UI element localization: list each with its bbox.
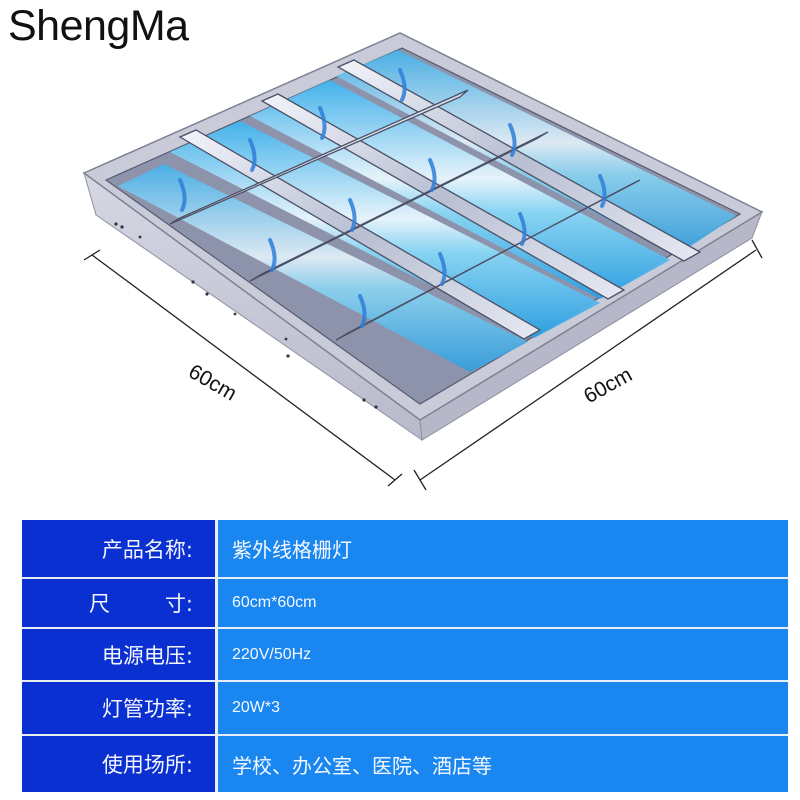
reflector-details — [178, 68, 607, 328]
spec-key-part: 寸: — [164, 592, 193, 616]
spec-value: 60cm*60cm — [218, 579, 788, 627]
spec-row-tube-power: 灯管功率: 20W*3 — [22, 682, 788, 734]
spec-value: 220V/50Hz — [218, 629, 788, 680]
spec-row-voltage: 电源电压: 220V/50Hz — [22, 629, 788, 680]
spec-row-usage-places: 使用场所: 学校、办公室、医院、酒店等 — [22, 736, 788, 792]
spec-value: 20W*3 — [218, 682, 788, 734]
spec-key: 电源电压: — [22, 629, 215, 680]
spec-table: 产品名称: 紫外线格栅灯 尺 寸: 60cm*60cm 电源电压: 220V/5… — [22, 520, 788, 792]
spec-value: 紫外线格栅灯 — [218, 520, 788, 577]
spec-key-spaced: 尺 寸: — [89, 588, 193, 618]
spec-row-product-name: 产品名称: 紫外线格栅灯 — [22, 520, 788, 577]
spec-key: 灯管功率: — [22, 682, 215, 734]
spec-key: 尺 寸: — [22, 579, 215, 627]
spec-value: 学校、办公室、医院、酒店等 — [218, 736, 788, 792]
mounting-holes — [114, 222, 378, 409]
dimension-lines — [83, 239, 763, 491]
uv-tube-group — [118, 50, 736, 372]
spec-key: 使用场所: — [22, 736, 215, 792]
product-image-uv-grille-light — [82, 32, 764, 491]
spec-key: 产品名称: — [22, 520, 215, 577]
louver-grid — [169, 59, 702, 341]
spec-key-part: 尺 — [89, 592, 110, 616]
spec-row-size: 尺 寸: 60cm*60cm — [22, 579, 788, 627]
brand-logo-text: ShengMa — [8, 2, 189, 50]
